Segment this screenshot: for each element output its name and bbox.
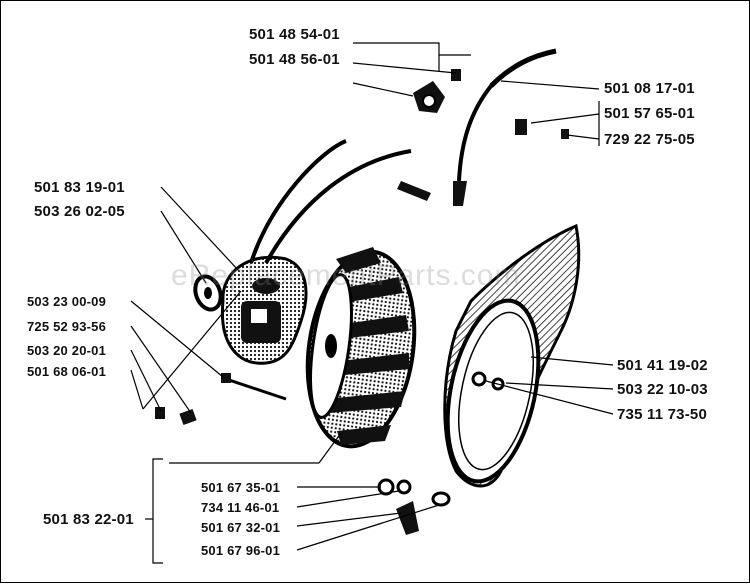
flywheel bbox=[305, 247, 417, 449]
flywheel-hardware bbox=[377, 478, 451, 535]
leader-lines bbox=[130, 42, 614, 564]
ignition-module bbox=[220, 139, 431, 365]
screws-left bbox=[155, 373, 287, 426]
part-label-501-83-19-01: 501 83 19-01 bbox=[34, 179, 125, 196]
part-label-503-20-20-01: 503 20 20-01 bbox=[27, 343, 107, 358]
part-label-501-67-35-01: 501 67 35-01 bbox=[201, 480, 281, 495]
part-label-501-57-65-01: 501 57 65-01 bbox=[604, 105, 695, 122]
part-label-725-52-93-56: 725 52 93-56 bbox=[27, 319, 107, 334]
part-label-501-67-96-01: 501 67 96-01 bbox=[201, 543, 281, 558]
part-label-503-26-02-05: 503 26 02-05 bbox=[34, 203, 125, 220]
part-label-734-11-46-01: 734 11 46-01 bbox=[201, 500, 280, 515]
watermark: eReplacementParts.com bbox=[171, 259, 521, 292]
part-label-503-23-00-09: 503 23 00-09 bbox=[27, 294, 107, 309]
part-label-503-22-10-03: 503 22 10-03 bbox=[617, 381, 708, 398]
starter-cover bbox=[443, 223, 581, 488]
part-label-501-48-56-01: 501 48 56-01 bbox=[249, 51, 340, 68]
part-label-501-83-22-01: 501 83 22-01 bbox=[43, 511, 134, 528]
part-label-501-08-17-01: 501 08 17-01 bbox=[604, 80, 695, 97]
part-label-501-67-32-01: 501 67 32-01 bbox=[201, 520, 281, 535]
part-label-501-41-19-02: 501 41 19-02 bbox=[617, 357, 708, 374]
part-label-501-48-54-01: 501 48 54-01 bbox=[249, 26, 340, 43]
part-label-729-22-75-05: 729 22 75-05 bbox=[604, 131, 695, 148]
part-label-735-11-73-50: 735 11 73-50 bbox=[617, 406, 707, 423]
part-label-501-68-06-01: 501 68 06-01 bbox=[27, 364, 107, 379]
spark-plug-boot bbox=[413, 48, 569, 206]
